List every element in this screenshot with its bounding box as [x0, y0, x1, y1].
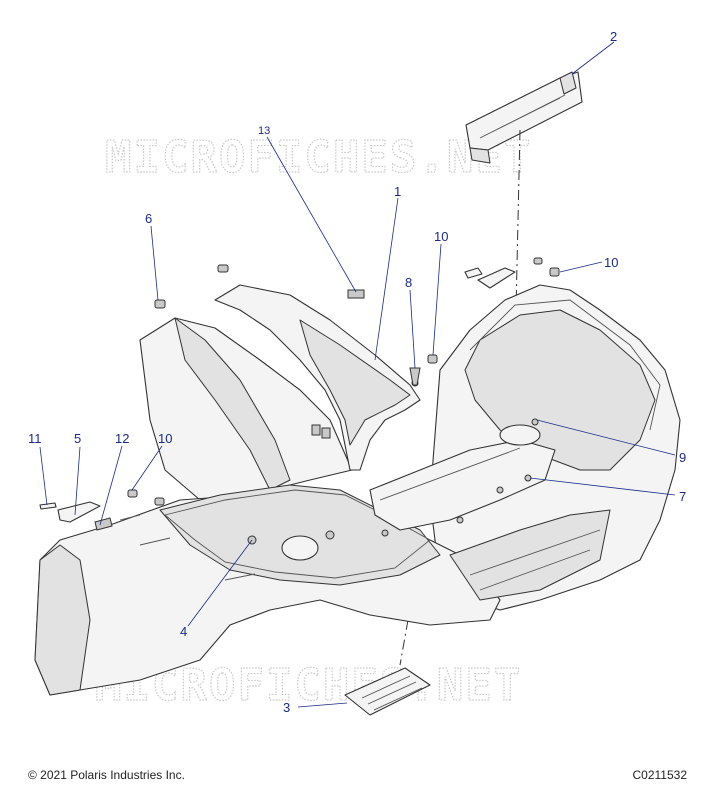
copyright-text: © 2021 Polaris Industries Inc. — [28, 768, 185, 782]
part-bottom-panel — [344, 667, 431, 716]
callout-4: 4 — [180, 624, 187, 639]
callout-8: 8 — [405, 275, 412, 290]
callout-12: 12 — [115, 431, 129, 446]
leader-lines — [39, 41, 676, 708]
part-rear-fender — [34, 284, 681, 696]
figure-code: C0211532 — [632, 768, 688, 782]
callout-11: 11 — [28, 431, 42, 446]
callout-7: 7 — [679, 489, 686, 504]
watermark-top: MICROFICHES.NET — [105, 132, 532, 183]
callout-10-top: 10 — [434, 229, 448, 244]
callout-10-left: 10 — [158, 431, 172, 446]
callout-5: 5 — [74, 431, 81, 446]
callout-3: 3 — [283, 700, 290, 715]
callouts: 2 13 1 6 10 8 10 9 7 11 5 12 10 4 3 — [28, 29, 686, 715]
callout-6: 6 — [145, 211, 152, 226]
centerline-panel — [399, 619, 409, 666]
callout-10-right: 10 — [604, 255, 618, 270]
callout-13: 13 — [258, 125, 270, 137]
callout-2: 2 — [610, 29, 617, 44]
callout-1: 1 — [394, 184, 401, 199]
part-bracket — [465, 71, 583, 164]
callout-9: 9 — [679, 450, 686, 465]
part-hardware — [39, 257, 560, 531]
